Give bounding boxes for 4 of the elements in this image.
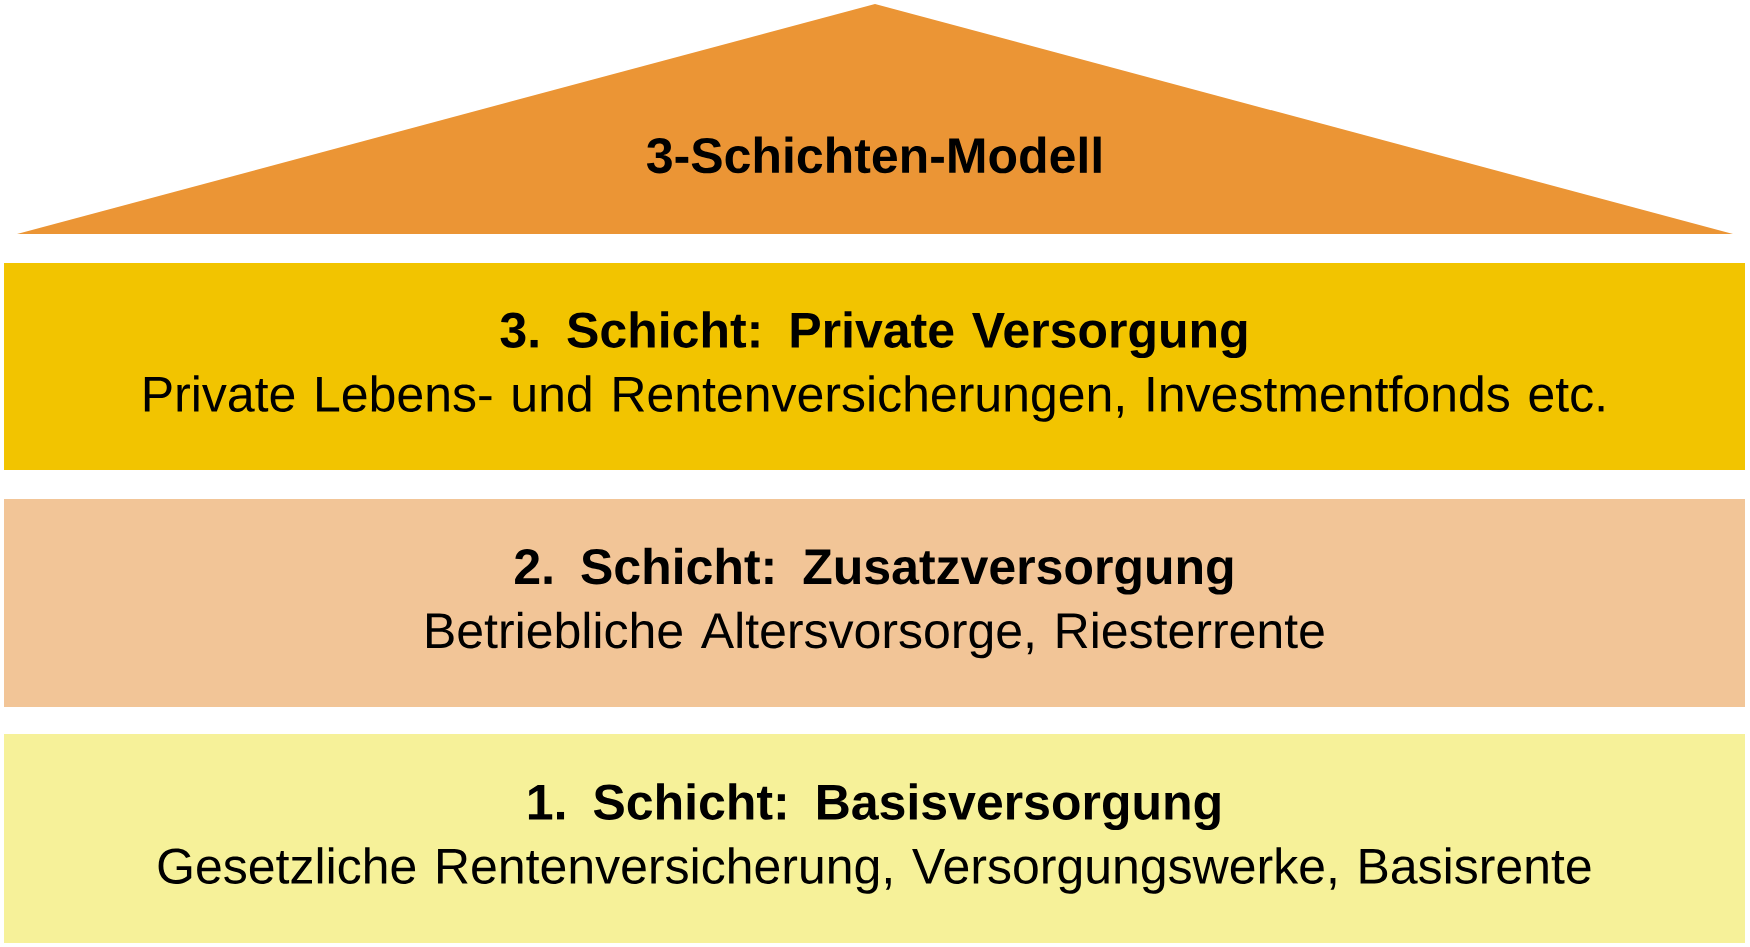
layer-band: 2. Schicht: Zusatzversorgung Betriebliche Altersvorsorge, Riesterrente <box>4 499 1745 707</box>
roof-triangle: 3-Schichten-Modell <box>17 4 1733 234</box>
layer-band: 3. Schicht: Private Versorgung Private Lebens- und Rentenversicherungen, Investmentfonds etc. <box>4 263 1745 470</box>
layer-band: 1. Schicht: Basisversorgung Gesetzliche Rentenversicherung, Versorgungswerke, Basisrente <box>4 734 1745 943</box>
